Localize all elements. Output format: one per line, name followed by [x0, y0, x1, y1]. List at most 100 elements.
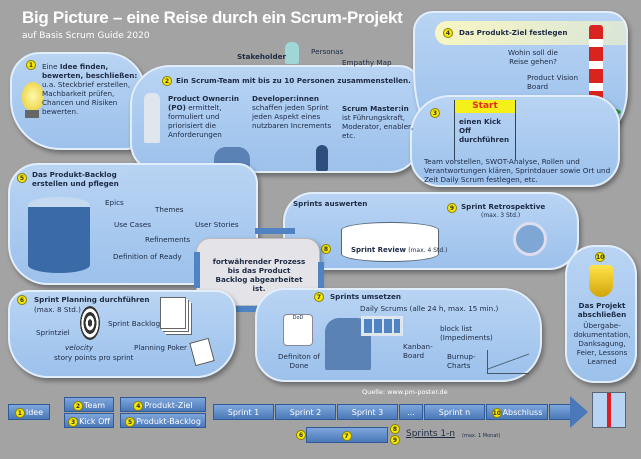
step-badge: 3: [68, 416, 79, 427]
database-icon: [28, 197, 90, 273]
step-badge: 7: [314, 292, 324, 302]
retro-label: Sprint Retrospektive: [461, 202, 546, 211]
panel-sprint-review: Sprints auswerten 8 Sprint Review (max. …: [283, 192, 579, 270]
timeline-sprint-n[interactable]: Sprint n: [424, 404, 485, 420]
source-credit: Quelle: www.pm-poster.de: [362, 388, 448, 396]
definition-of-done-label: Definiton of Done: [277, 352, 321, 370]
po-text: ermittelt, formuliert und priorisiert di…: [168, 103, 222, 139]
retro-duration: (max. 3 Std.): [481, 212, 521, 219]
lighthouse-icon: [589, 25, 603, 113]
start-label: Start: [455, 100, 515, 113]
page-subtitle: auf Basis Scrum Guide 2020: [22, 31, 150, 41]
panel-kickoff: 3 Start einen Kick Off durchführen Team …: [410, 95, 620, 187]
dod-document-icon: DoD: [283, 314, 313, 346]
step-badge: 8: [321, 244, 331, 254]
sprints-execute-title: Sprints umsetzen: [330, 292, 402, 301]
step-badge: 3: [430, 108, 440, 118]
planning-poker-label: Planning Poker: [134, 343, 188, 352]
kickoff-title: einen Kick Off durchführen: [459, 117, 510, 144]
sprint-backlog-label: Sprint Backlog: [108, 319, 161, 328]
step-badge: 1: [26, 60, 36, 70]
arrow-up-icon: [318, 262, 324, 298]
target-icon: [80, 306, 100, 340]
timeline-sprint-ellipsis[interactable]: ...: [399, 404, 423, 420]
po-title: Product Owner:in: [168, 94, 239, 103]
kickoff-text: Team vorstellen, SWOT-Analyse, Rollen un…: [424, 157, 611, 184]
sprintziel-label: Sprintziel: [36, 328, 70, 337]
scrum-master-figure-icon: [316, 145, 328, 171]
planning-duration: (max. 8 Std.): [34, 305, 81, 314]
backlog-title: Das Produkt-Backlog erstellen und pflege…: [32, 170, 119, 188]
step-badge: 9: [447, 203, 457, 213]
sm-title: Scrum Master:in: [342, 104, 409, 113]
magnifier-icon: [513, 222, 547, 256]
stakeholder-figure-icon: [285, 42, 299, 64]
step-badge: 6: [296, 430, 306, 440]
sprint-review-duration: (max. 4 Std.): [408, 247, 448, 254]
step-badge: 4: [443, 28, 453, 38]
empathy-map-label: Empathy Map: [342, 58, 392, 67]
bulb-base: [25, 110, 39, 118]
dev-title: Developer:innen: [252, 94, 319, 103]
sprints-duration: (max. 1 Monat): [462, 433, 501, 439]
block-list-label: block list (Impediments): [440, 324, 493, 342]
step-badge: 5: [125, 416, 136, 427]
product-vision-board: Product Vision Board: [527, 73, 579, 91]
arrow-right-icon: [235, 306, 261, 312]
daily-scrums-label: Daily Scrums (alle 24 h, max. 15 min.): [360, 304, 499, 313]
timeline-label: Kick Off: [79, 417, 110, 426]
poker-cards-icon: [189, 337, 215, 367]
planning-title: Sprint Planning durchführen: [34, 295, 150, 304]
idea-pre: Eine: [42, 62, 58, 71]
panel-project-close: 10 Das Projekt abschließen Übergabe-doku…: [565, 245, 637, 383]
backlog-item: Use Cases: [114, 220, 152, 229]
burnup-charts-label: Burnup-Charts: [447, 352, 476, 370]
panel-sprints-execute: 7 Sprints umsetzen Daily Scrums (alle 24…: [255, 288, 542, 382]
timeline-sprint-1[interactable]: Sprint 1: [213, 404, 274, 420]
panel-product-backlog: 5 Das Produkt-Backlog erstellen und pfle…: [8, 163, 258, 285]
kanban-board-label: Kanban-Board: [403, 342, 433, 360]
timeline-arrow-shaft: [549, 404, 571, 420]
trophy-icon: [589, 265, 613, 297]
backlog-item: User Stories: [195, 220, 239, 229]
timeline-sprint-2[interactable]: Sprint 2: [275, 404, 336, 420]
po-abbr: (PO): [168, 103, 186, 112]
step-badge: 7: [341, 430, 352, 441]
backlog-item: Epics: [105, 198, 124, 207]
scrum-team-title: Ein Scrum-Team mit bis zu 10 Personen zu…: [176, 76, 411, 85]
timeline-label: Produkt-Backlog: [136, 417, 201, 426]
backlog-item: Refinements: [145, 235, 191, 244]
timeline-sprint-3[interactable]: Sprint 3: [337, 404, 398, 420]
idea-text: u.a. Steckbrief erstellen, Machbarkeit p…: [42, 80, 131, 116]
velocity-text: velocity: [65, 343, 94, 352]
sprint-review-label: Sprint Review: [351, 246, 406, 254]
sprint-cycle-bar[interactable]: 7: [306, 427, 388, 443]
step-badge: 5: [17, 173, 27, 183]
story-points-label: story points pro sprint: [54, 353, 134, 362]
step-badge: 1: [14, 407, 25, 418]
project-close-title: Das Projekt abschließen: [577, 301, 627, 319]
step-badge: 8: [390, 424, 400, 434]
step-badge: 10: [491, 407, 502, 418]
idea-title: Idee finden, bewerten, beschließen:: [42, 62, 138, 80]
panel-scrum-team: 2 Ein Scrum-Team mit bis zu 10 Personen …: [130, 65, 420, 173]
arrow-left-icon: [255, 228, 295, 234]
continuous-process-text: fortwährender Prozess bis das Product Ba…: [212, 257, 306, 293]
product-goal-title: Das Produkt-Ziel festlegen: [459, 28, 568, 37]
lightbulb-icon: [22, 82, 44, 110]
kanban-board-icon: [361, 316, 403, 336]
dev-text: schaffen jeden Sprint jeden Aspekt eines…: [252, 103, 332, 130]
dod-label: DoD: [292, 315, 304, 321]
panel-idea: 1 Eine Idee finden, bewerten, beschließe…: [10, 52, 146, 150]
step-badge: 4: [133, 400, 144, 411]
gift-icon: [592, 392, 626, 428]
step-badge: 2: [72, 400, 83, 411]
backlog-item: Definition of Ready: [113, 252, 182, 261]
review-title: Sprints auswerten: [293, 199, 368, 208]
